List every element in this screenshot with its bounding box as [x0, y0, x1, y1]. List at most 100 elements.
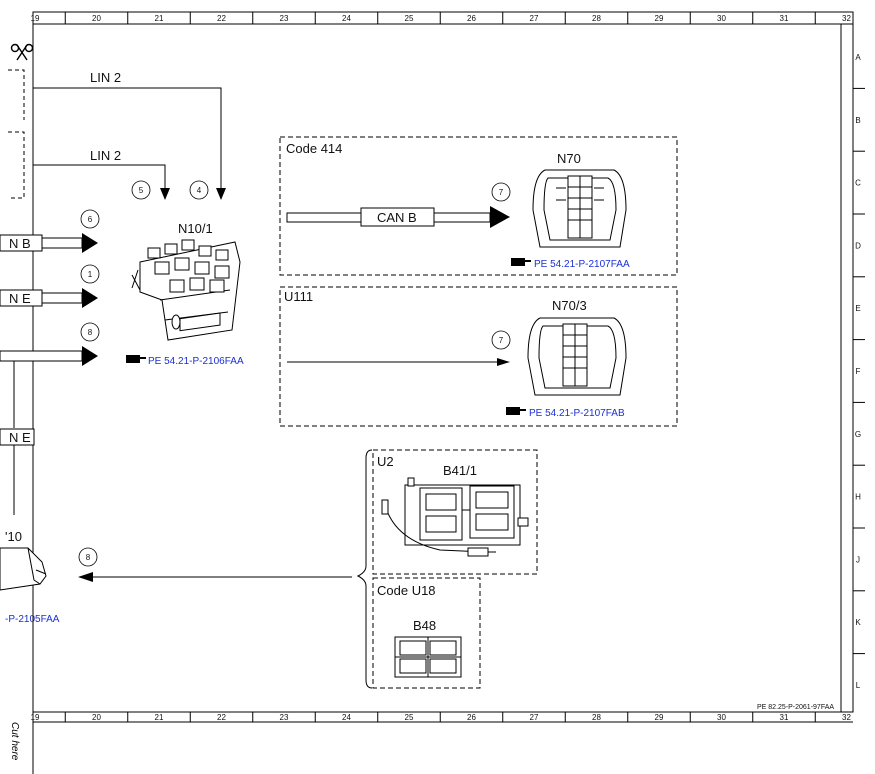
svg-text:PE 54.21-P-2106FAA: PE 54.21-P-2106FAA — [148, 356, 244, 367]
column-tick-25: 25 — [405, 14, 414, 23]
n70-3-reference-link[interactable]: PE 54.21-P-2107FAB — [506, 407, 625, 419]
column-tick-23: 23 — [280, 713, 289, 722]
code414-dashed-box — [279, 136, 678, 276]
column-tick-26: 26 — [467, 14, 476, 23]
circle-4: 4 — [189, 180, 209, 200]
circle-7-code414: 7 — [491, 182, 511, 202]
column-tick-28: 28 — [592, 713, 601, 722]
row-tick-L: L — [856, 681, 861, 690]
row-tick-A: A — [855, 53, 861, 62]
svg-text:1: 1 — [88, 270, 93, 279]
n10-1-module-drawing — [131, 239, 241, 341]
can-b-left-connector: N B — [0, 233, 98, 253]
row-tick-B: B — [855, 116, 860, 125]
column-tick-25: 25 — [405, 713, 414, 722]
column-tick-21: 21 — [155, 14, 164, 23]
can-b-bus-arrow: CAN B — [286, 206, 510, 228]
code414-label: Code 414 — [286, 141, 342, 156]
n10-1-label: N10/1 — [178, 221, 213, 236]
column-tick-26: 26 — [467, 713, 476, 722]
column-tick-31: 31 — [780, 713, 789, 722]
lin2-top-arrow — [216, 188, 226, 200]
svg-text:N B: N B — [9, 236, 31, 251]
column-tick-20: 20 — [92, 713, 101, 722]
column-tick-19: 19 — [31, 14, 40, 23]
row-tick-G: G — [855, 430, 861, 439]
lin-e-bus-arrow-2 — [0, 346, 98, 515]
return-signal-arrow — [78, 572, 93, 582]
n70-3-label: N70/3 — [552, 298, 587, 313]
partial-component-shape — [0, 547, 47, 591]
left-partial-connector — [8, 69, 25, 199]
column-tick-31: 31 — [780, 14, 789, 23]
svg-text:7: 7 — [499, 336, 504, 345]
b48-label: B48 — [413, 618, 436, 633]
circle-5: 5 — [131, 180, 151, 200]
row-tick-C: C — [855, 179, 861, 188]
code-u18-dashed-box — [372, 577, 481, 689]
circle-1: 1 — [80, 264, 100, 284]
svg-text:N E: N E — [9, 291, 31, 306]
b41-1-sensor-drawing — [381, 477, 529, 557]
svg-text:8: 8 — [86, 553, 91, 562]
svg-text:7: 7 — [499, 188, 504, 197]
u111-dashed-box — [279, 286, 678, 427]
lin-e-left-connector-2: N E — [0, 428, 35, 446]
partial-component-ref[interactable]: -P-2105FAA — [5, 614, 60, 625]
column-tick-22: 22 — [217, 713, 226, 722]
u2-dashed-box — [372, 449, 538, 575]
row-tick-E: E — [855, 304, 860, 313]
sheet-frame — [32, 11, 854, 774]
circle-8-upper: 8 — [80, 322, 100, 342]
svg-text:8: 8 — [88, 328, 93, 337]
lin2-lower-arrow — [160, 188, 170, 200]
u111-label: U111 — [284, 289, 313, 304]
lin2-lower-wire — [33, 164, 166, 190]
n70-control-panel — [532, 169, 627, 248]
svg-text:PE 54.21-P-2107FAB: PE 54.21-P-2107FAB — [529, 408, 625, 419]
row-tick-K: K — [855, 618, 861, 627]
cut-here-label: Cut here — [9, 722, 20, 761]
pointing-hand-icon — [506, 407, 526, 415]
row-tick-J: J — [856, 555, 860, 564]
column-tick-28: 28 — [592, 14, 601, 23]
pointing-hand-icon — [511, 258, 531, 266]
circle-8-lower: 8 — [78, 547, 98, 567]
row-tick-D: D — [855, 241, 861, 250]
circle-7-u111: 7 — [491, 330, 511, 350]
b48-sensor-drawing — [394, 636, 462, 678]
bracket-brace — [356, 449, 373, 689]
n70-3-control-panel — [527, 317, 627, 396]
column-tick-29: 29 — [655, 14, 664, 23]
svg-text:N E: N E — [9, 430, 31, 445]
partial-component-label: '10 — [5, 529, 22, 544]
u2-label: U2 — [377, 454, 394, 469]
column-tick-20: 20 — [92, 14, 101, 23]
column-tick-23: 23 — [280, 14, 289, 23]
svg-text:4: 4 — [197, 186, 202, 195]
column-tick-21: 21 — [155, 713, 164, 722]
svg-text:5: 5 — [139, 186, 144, 195]
lin2-lower-label: LIN 2 — [90, 148, 121, 163]
column-tick-19: 19 — [31, 713, 40, 722]
n10-1-reference-link[interactable]: PE 54.21-P-2106FAA — [126, 355, 244, 367]
lin2-top-wire — [33, 87, 222, 190]
pointing-hand-icon — [126, 355, 146, 363]
svg-text:6: 6 — [88, 215, 93, 224]
row-tick-H: H — [855, 493, 861, 502]
n70-reference-link[interactable]: PE 54.21-P-2107FAA — [511, 258, 630, 270]
column-tick-27: 27 — [530, 14, 539, 23]
column-tick-32: 32 — [842, 713, 851, 722]
column-tick-22: 22 — [217, 14, 226, 23]
column-tick-32: 32 — [842, 14, 851, 23]
svg-text:CAN B: CAN B — [377, 210, 417, 225]
scissors-icon — [10, 43, 34, 61]
circle-6: 6 — [80, 209, 100, 229]
lin2-top-label: LIN 2 — [90, 70, 121, 85]
column-tick-30: 30 — [717, 713, 726, 722]
svg-text:PE 54.21-P-2107FAA: PE 54.21-P-2107FAA — [534, 259, 630, 270]
